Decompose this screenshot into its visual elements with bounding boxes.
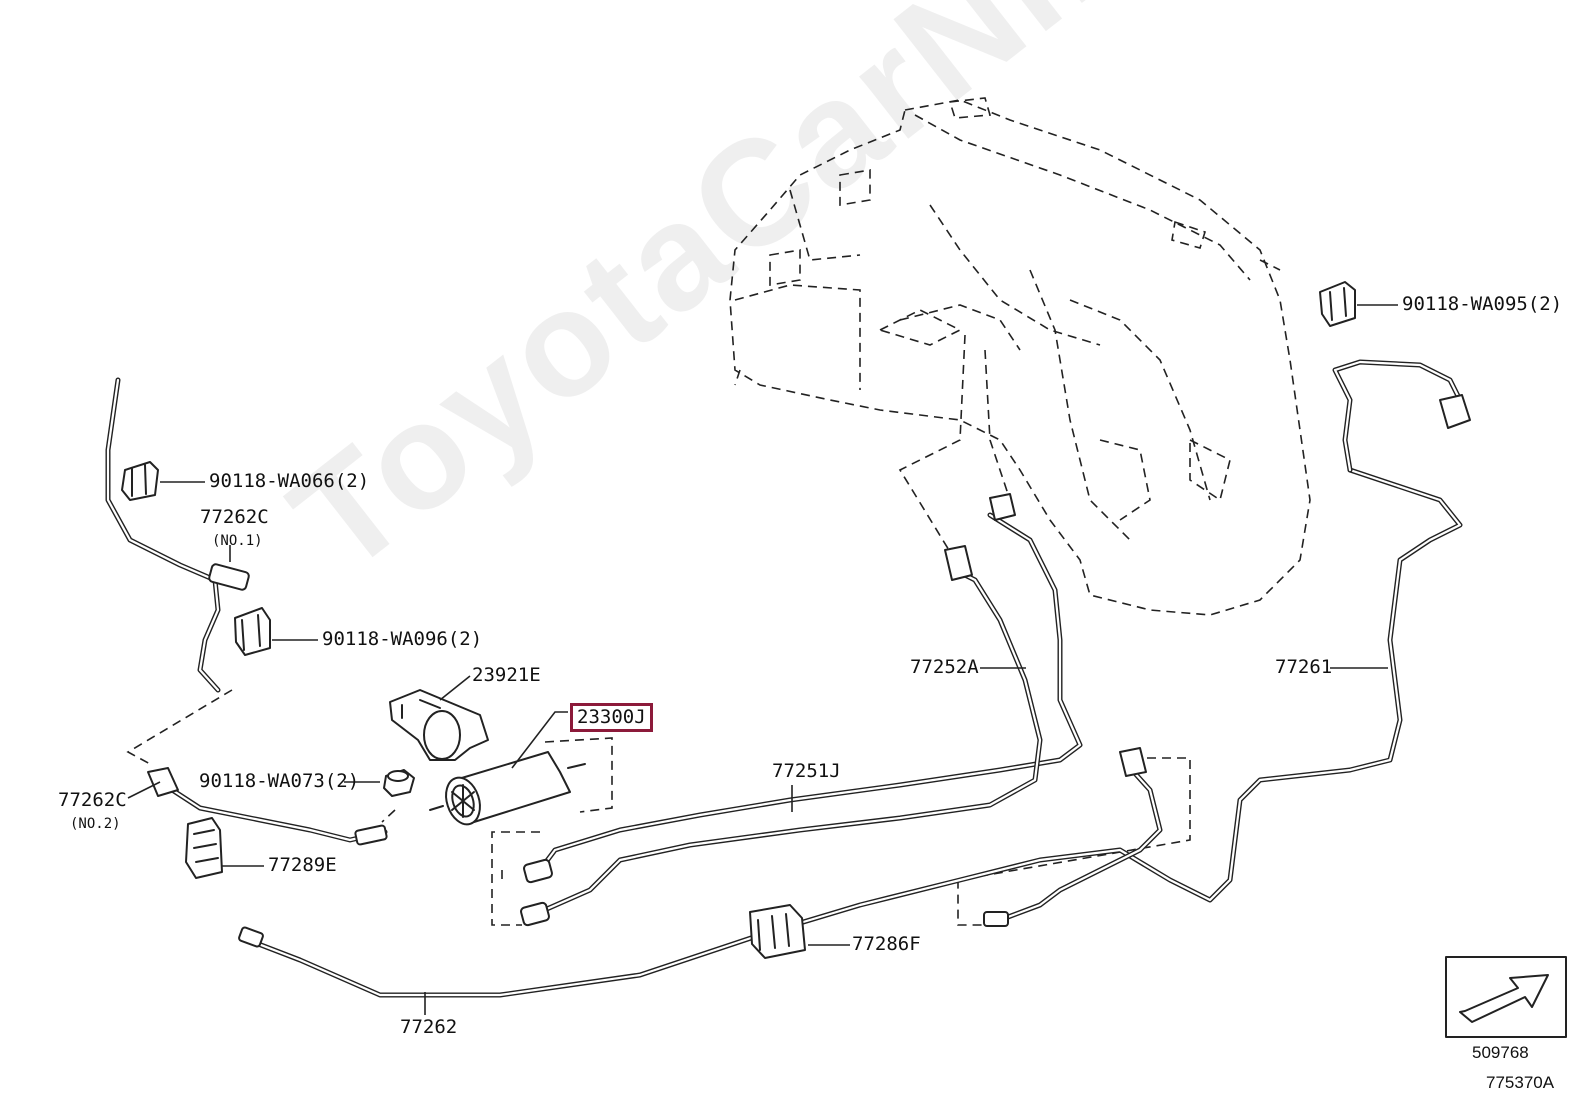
clip-90118-wa095 [1319,281,1356,327]
clip-90118-wa066 [121,461,159,501]
canister-connectors [238,858,553,948]
view-ref-number: 509768 [1472,1043,1529,1062]
label-77262c-no1: 77262C [200,506,269,528]
diagram-ref-number: 775370A [1486,1073,1555,1092]
clip-90118-wa096 [234,607,271,656]
label-77262c-no1-sub: (NO.1) [212,533,263,549]
vent-tube-77262c-no2 [147,767,388,846]
label-23921e: 23921E [472,664,541,686]
vent-tube-77262c-no1 [105,377,250,693]
fuel-tank-outline [729,97,1311,616]
tube-77251j [537,545,1043,915]
clamp-77286f [749,904,806,959]
label-77262c-no2-sub: (NO.2) [70,816,121,832]
tube-77252a [537,493,1083,873]
label-77261: 77261 [1275,656,1333,678]
label-77262: 77262 [400,1016,458,1038]
label-90118-wa095: 90118-WA095(2) [1402,293,1563,315]
label-90118-wa073: 90118-WA073(2) [199,770,360,792]
label-77262c-no2: 77262C [58,789,127,811]
tube-77262 [245,467,1463,998]
view-arrow-box [1445,956,1567,1038]
tube-lower-right [983,747,1163,927]
charcoal-canister-23300j [429,751,586,826]
tube-77261 [1332,359,1471,473]
label-90118-wa066: 90118-WA066(2) [209,470,370,492]
label-77289e: 77289E [268,854,337,876]
label-77252a: 77252A [910,656,979,678]
clamp-77289e [185,817,223,879]
leader-lines [127,304,1398,1015]
label-77251j: 77251J [772,760,841,782]
clip-90118-wa073 [383,769,415,797]
label-90118-wa096: 90118-WA096(2) [322,628,483,650]
label-23300j[interactable]: 23300J [570,703,653,732]
canister-bracket-23921e [389,689,489,761]
connection-dashes [126,334,1191,926]
label-77286f: 77286F [852,933,921,955]
